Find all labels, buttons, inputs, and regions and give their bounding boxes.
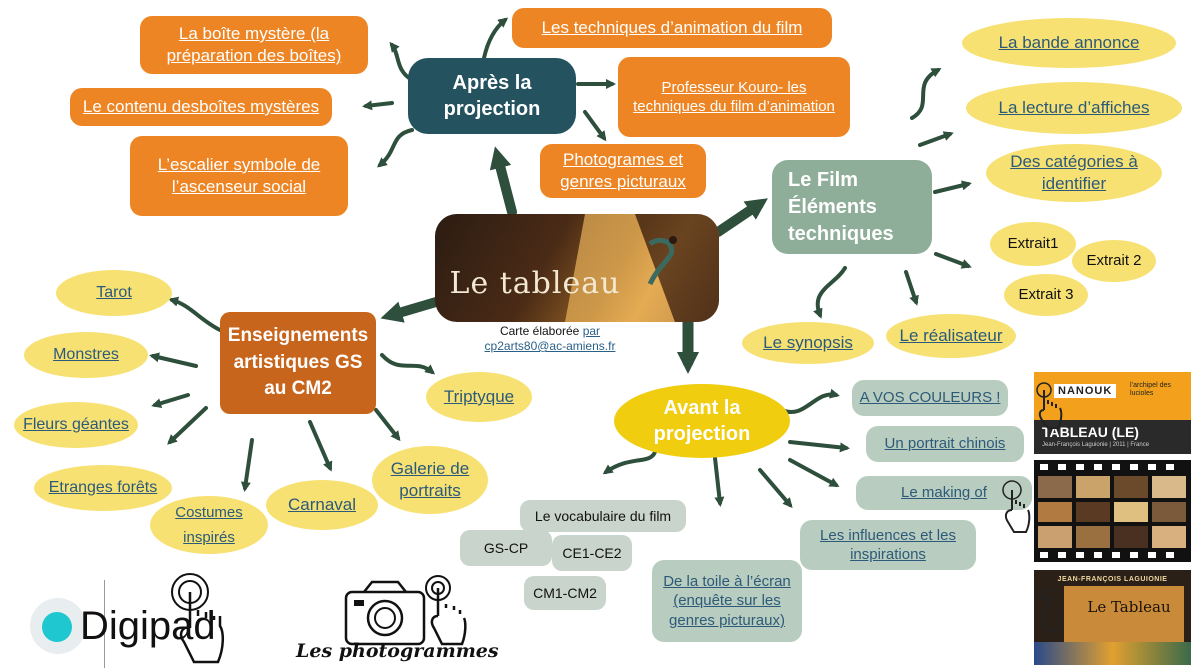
synopsis-link[interactable]: Le synopsis [763, 332, 853, 352]
logo-divider [104, 580, 105, 668]
credit-line: Carte élaborée par [500, 324, 600, 339]
poster-title: TABLEAU (LE) [1042, 424, 1139, 440]
contenu-boites-card[interactable]: Le contenu desboîtes mystères [70, 88, 332, 126]
synopsis-bubble[interactable]: Le synopsis [742, 322, 874, 364]
gs-cp-card[interactable]: GS-CP [460, 530, 552, 566]
portrait-chinois-card[interactable]: Un portrait chinois [866, 426, 1024, 462]
etranges-forets-link[interactable]: Etranges forêts [48, 478, 158, 496]
costumes-bubble[interactable]: Costumes inspirés [150, 496, 268, 554]
photogrammes-genres-link[interactable]: Photogrames et genres picturaux [560, 149, 686, 191]
digipad-logo-icon [42, 612, 72, 642]
carnaval-link[interactable]: Carnaval [287, 494, 357, 514]
digipad-logo-text[interactable]: Digipad [80, 604, 216, 648]
photogrammes-genres-card[interactable]: Photogrames et genres picturaux [540, 144, 706, 198]
kouro-link[interactable]: Professeur Kouro- les techniques du film… [633, 78, 835, 116]
tarot-link[interactable]: Tarot [96, 283, 132, 301]
fleurs-geantes-link[interactable]: Fleurs géantes [23, 415, 129, 433]
film-elements-hub[interactable]: Le Film Éléments techniques [772, 160, 932, 254]
pointer-hand-icon [1002, 480, 1031, 533]
galerie-portraits-link[interactable]: Galerie de portraits [390, 458, 470, 500]
realisateur-bubble[interactable]: Le réalisateur [886, 314, 1016, 358]
credit-block: Carte élaborée par cp2arts80@ac-amiens.f… [475, 323, 625, 355]
portrait-chinois-link[interactable]: Un portrait chinois [884, 435, 1006, 453]
influences-link[interactable]: Les influences et les inspirations [820, 526, 956, 564]
a-vos-couleurs-card[interactable]: A VOS COULEURS ! [852, 380, 1008, 416]
pointer-hand-icon [1039, 587, 1062, 631]
galerie-portraits-bubble[interactable]: Galerie de portraits [372, 446, 488, 514]
center-title: Le tableau [449, 266, 621, 301]
carnaval-bubble[interactable]: Carnaval [266, 480, 378, 530]
techniques-animation-card[interactable]: Les techniques d’animation du film [512, 8, 832, 48]
dvd-title: Le Tableau [1087, 598, 1171, 616]
realisateur-link[interactable]: Le réalisateur [899, 325, 1003, 345]
making-of-card[interactable]: Le making of [856, 476, 1032, 510]
film-still-illustration [565, 214, 719, 322]
extrait3-bubble[interactable]: Extrait 3 [1004, 274, 1088, 316]
boite-mystere-link[interactable]: La boîte mystère (la préparation des boî… [166, 23, 342, 65]
etranges-forets-bubble[interactable]: Etranges forêts [34, 465, 172, 511]
extrait2-bubble[interactable]: Extrait 2 [1072, 240, 1156, 282]
contenu-boites-link[interactable]: Le contenu desboîtes mystères [82, 96, 320, 116]
photogrammes-logo-text[interactable]: Les photogrammes [296, 640, 499, 662]
triptyque-link[interactable]: Triptyque [443, 386, 515, 406]
credit-email-link[interactable]: cp2arts80@ac-amiens.fr [484, 339, 616, 353]
poster-subtitle: Jean-François Laguionie | 2011 | France [1042, 442, 1150, 448]
categories-link[interactable]: Des catégories à identifier [1010, 151, 1138, 193]
apres-projection-hub[interactable]: Après la projection [408, 58, 576, 134]
toile-ecran-link[interactable]: De la toile à l’écran (enquête sur les g… [663, 572, 791, 629]
lecture-affiches-link[interactable]: La lecture d’affiches [998, 97, 1150, 117]
a-vos-couleurs-link[interactable]: A VOS COULEURS ! [859, 389, 1001, 407]
lecture-affiches-bubble[interactable]: La lecture d’affiches [966, 82, 1182, 134]
nanouk-label: NANOUK [1054, 384, 1117, 398]
making-of-link[interactable]: Le making of [901, 484, 987, 502]
tarot-bubble[interactable]: Tarot [56, 270, 172, 316]
categories-bubble[interactable]: Des catégories à identifier [986, 144, 1162, 202]
kouro-card[interactable]: Professeur Kouro- les techniques du film… [618, 57, 850, 137]
triptyque-bubble[interactable]: Triptyque [426, 372, 532, 422]
pointer-hand-icon [1036, 382, 1063, 429]
dvd-cover[interactable]: JEAN-FRANÇOIS LAGUIONIE Le Tableau [1034, 570, 1191, 665]
nanouk-poster[interactable]: NANOUK l’archipel des lucioles TABLEAU (… [1034, 372, 1191, 454]
monstres-bubble[interactable]: Monstres [24, 332, 148, 378]
camera-icon [344, 575, 467, 646]
escalier-link[interactable]: L’escalier symbole de l’ascenseur social [157, 154, 321, 196]
influences-card[interactable]: Les influences et les inspirations [800, 520, 976, 570]
enseignements-artistiques-hub[interactable]: Enseignements artistiques GS au CM2 [220, 312, 376, 414]
monstres-link[interactable]: Monstres [53, 345, 119, 363]
toile-ecran-card[interactable]: De la toile à l’écran (enquête sur les g… [652, 560, 802, 642]
techniques-animation-link[interactable]: Les techniques d’animation du film [541, 17, 803, 37]
fleurs-geantes-bubble[interactable]: Fleurs géantes [14, 402, 138, 448]
escalier-card[interactable]: L’escalier symbole de l’ascenseur social [130, 136, 348, 216]
filmstrip-thumbnail[interactable] [1034, 460, 1191, 562]
bande-annonce-bubble[interactable]: La bande annonce [962, 18, 1176, 68]
extrait1-bubble[interactable]: Extrait1 [990, 222, 1076, 266]
vocabulaire-card[interactable]: Le vocabulaire du film [520, 500, 686, 532]
archipel-label: l’archipel des lucioles [1130, 382, 1171, 397]
avant-projection-hub[interactable]: Avant la projection [614, 384, 790, 458]
cm1-cm2-card[interactable]: CM1-CM2 [524, 576, 606, 610]
ce1-ce2-card[interactable]: CE1-CE2 [552, 535, 632, 571]
dvd-author: JEAN-FRANÇOIS LAGUIONIE [1057, 576, 1168, 583]
costumes-link[interactable]: Costumes inspirés [175, 503, 243, 547]
center-film-image[interactable]: Le tableau [435, 214, 719, 322]
pointer-hand-icon [171, 573, 224, 664]
boite-mystere-card[interactable]: La boîte mystère (la préparation des boî… [140, 16, 368, 74]
credit-par-link[interactable]: par [582, 324, 601, 338]
credit-text: Carte élaborée [499, 324, 583, 338]
filmstrip-icon [1034, 460, 1191, 562]
bande-annonce-link[interactable]: La bande annonce [998, 32, 1140, 52]
